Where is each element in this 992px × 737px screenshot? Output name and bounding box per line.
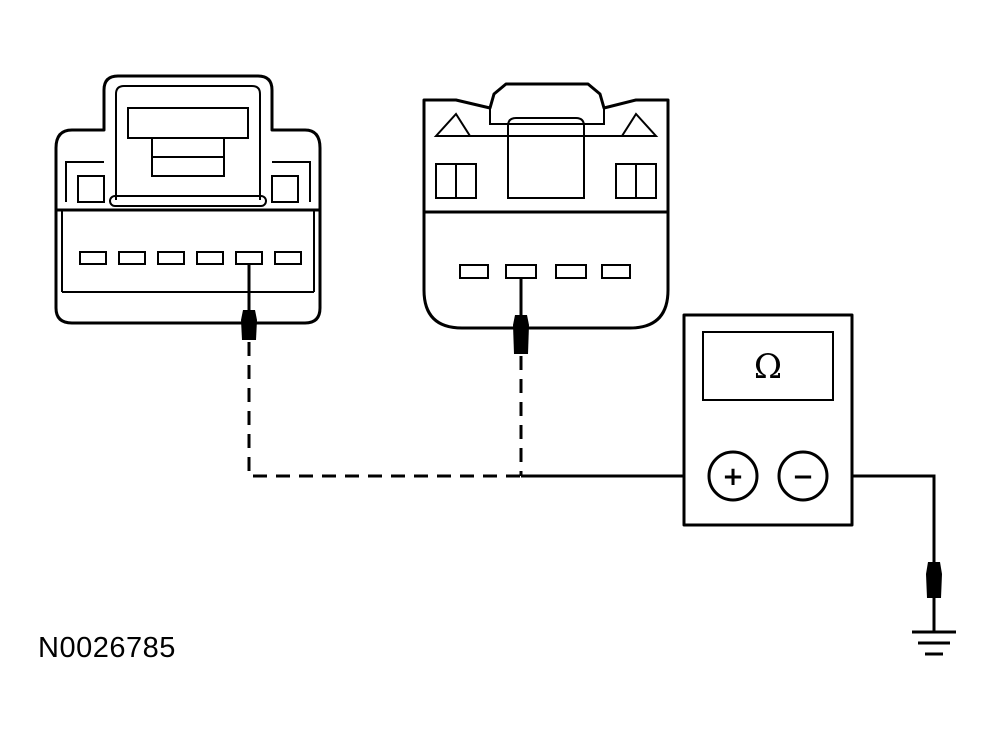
- ground-symbol-icon: [912, 630, 956, 656]
- connector-left: [54, 74, 322, 325]
- ground-probe: [926, 562, 942, 632]
- pin-2: [118, 251, 146, 265]
- test-probe-icon: [241, 264, 257, 340]
- ohm-symbol: Ω: [754, 347, 782, 387]
- ohmmeter: Ω + −: [682, 313, 854, 527]
- positive-terminal: [707, 450, 759, 502]
- test-probe-icon: [513, 278, 529, 354]
- negative-label: −: [792, 462, 814, 492]
- pin-4: [601, 264, 631, 279]
- pin-3: [157, 251, 185, 265]
- pin-6: [274, 251, 302, 265]
- pin-2: [505, 264, 537, 279]
- pin-1: [459, 264, 489, 279]
- pin-4: [196, 251, 224, 265]
- figure-id: N0026785: [38, 632, 176, 664]
- connector-right: [422, 82, 670, 330]
- meter-display: [702, 331, 834, 401]
- test-leads: [247, 342, 936, 562]
- negative-terminal: [777, 450, 829, 502]
- positive-label: +: [722, 462, 744, 492]
- pin-1: [79, 251, 107, 265]
- pin-5: [235, 251, 263, 265]
- pin-3: [555, 264, 587, 279]
